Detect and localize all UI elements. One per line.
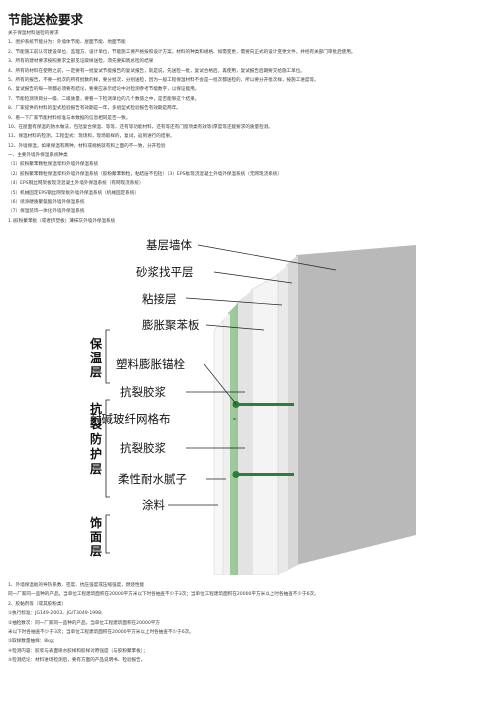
- bottom-text-line: ②抽检数次：同一厂家同一品种的产品，当单位工程建筑面积在20000平方: [8, 620, 160, 626]
- bottom-text-line: ③取样数量抽样：8kg;: [8, 639, 55, 645]
- top-text-line: （2）胶粉聚苯颗粒保温浆料外墙外保温系统（胶粉聚苯颗粒，粘结层不包括）（3）EP…: [8, 171, 282, 177]
- top-text-line: 1.)胶粉聚苯板（或者挤塑板）薄抹灰外墙外保温系统: [8, 218, 116, 224]
- eps-board-layer: [250, 274, 279, 575]
- top-text-line: 5、所有的报告，不要一批次的所有批数的样，要分批次，分别送检，因为一般工程保温材…: [8, 77, 319, 83]
- base-wall-layer: [296, 245, 416, 565]
- top-text-line: 11、保温材料的检测，工程型式：现场和，现场取样的，复试，返到进行的结果。: [8, 134, 175, 140]
- fiberglass-mesh-layer: [228, 303, 238, 575]
- label-base-wall: 基层墙体: [146, 238, 192, 252]
- bottom-text-line: ⑤检测结论：材料进场检测后，要有方面的产品说明书、检验报告。: [8, 658, 146, 664]
- top-text-line: 12、外墙保温，如果保温有两种，材料或规格就有和上面的不一致，分开检验: [8, 143, 166, 149]
- label-adhesive: 粘接层: [142, 292, 177, 306]
- top-text-line: 一、主要外墙外保温系统种类: [8, 153, 68, 159]
- top-text-line: 3、所有的建材要求按照要求全部见证取样送检，须先要知晓总检的结果: [8, 59, 154, 65]
- bottom-text-line: 1、外墙保温板的导热系数、密度、抗压强度或压缩强度，燃烧性能: [8, 583, 145, 588]
- label-eps-board: 膨胀聚苯板: [142, 318, 200, 332]
- insulation-system-diagram: 基层墙体 砂浆找平层 粘接层 膨胀聚苯板 塑料膨胀锚栓 抗裂胶浆 耐碱玻纤网格布…: [89, 238, 416, 575]
- label-anchor: 塑料膨胀锚栓: [116, 357, 185, 371]
- bottom-text-line: 同一厂家同一品种的产品，当单位工程建筑面积在20000平方米以下时各抽查不少于3…: [8, 592, 319, 598]
- group-brackets: [105, 329, 110, 554]
- bottom-text-line: ④检测内容：胶浆与表面喷水胶样和胶样对原强度（与胶粉聚苯板）；: [8, 648, 148, 654]
- layer-stack: [213, 245, 416, 575]
- label-leveling-mortar: 砂浆找平层: [136, 265, 194, 279]
- top-text-line: 7、节能检测项目分一级、二级质量，要看一下检测单位的几个数值之中，是否能够这个结…: [8, 96, 200, 102]
- top-text-line: （7）保温装饰一体化外墙外保温系统: [8, 209, 85, 215]
- bottom-text-line: 米以下时各抽查不少于3次；当单位工程建筑面积在20000平方米以上时各抽查不少于…: [8, 629, 194, 635]
- page-title: 节能送检要求: [8, 12, 84, 27]
- leader-lines: [168, 244, 337, 506]
- label-paint: 涂料: [142, 498, 165, 512]
- top-text-line: 10、在屋面有保温的防水做法，包括复合保温、等等，还有等功能材料，还有等还有门窗…: [8, 124, 273, 130]
- top-text-line: （4）EPS钢丝网架板现浇混凝土外墙外保温系统（有网现浇系统）: [8, 181, 144, 187]
- leveling-mortar-layer: [286, 255, 298, 571]
- top-text-line: 9、看一下厂家节能材料标准与本数据的信息相同是否一致。: [8, 115, 131, 121]
- anchor-bolt-icon: [232, 401, 294, 478]
- top-text-line: 关于保温材料送检的要求: [8, 31, 59, 36]
- group-protection: 抗裂防护层: [89, 401, 102, 476]
- bottom-text-line: 2、胶黏剂等（或其胶粉类）: [8, 601, 67, 607]
- top-text-line: 4、所有的材料在使用之前，一定要有一批复试节能报告的复试报告，就是说，先送检一批…: [8, 68, 305, 74]
- bottom-text-block: 1、外墙保温板的导热系数、密度、抗压强度或压缩强度，燃烧性能同一厂家同一品种的产…: [8, 581, 498, 666]
- top-text-line: （1）胶粉聚苯颗粒保温浆料外墙外保温系统: [8, 162, 99, 168]
- top-text-line: 1、围护系统节能分为：外墙体节能、屋面节能、地面节能: [8, 40, 126, 46]
- top-text-line: 6、复试报告的每一项都必须要有结论，要要应表示结论中对检测参考节能数字，以保证能…: [8, 87, 200, 93]
- anticrack-mortar-layer: [236, 290, 253, 575]
- adhesive-layer: [276, 265, 288, 575]
- label-anticrack-mortar-2: 抗裂胶浆: [120, 441, 166, 455]
- group-insulation: 保温层: [89, 336, 103, 379]
- top-text-line: （5）机械固定EPS钢丝网架板外墙外保温系统（机械固定系统）: [8, 190, 139, 196]
- label-fiberglass-mesh: 耐碱玻纤网格布: [90, 412, 171, 426]
- bottom-text-line: ①执行标准：JG149-2003、JG/T3049-1998;: [8, 611, 103, 617]
- top-text-block: 关于保温材料送检的要求 1、围护系统节能分为：外墙体节能、屋面节能、地面节能 2、节…: [8, 29, 498, 226]
- top-text-line: （6）喷涂硬质聚氨酯外墙外保温系统: [8, 200, 85, 206]
- top-text-line: 2、节能施工前认可建设单位、监理方、设计单位，节能施工要严格按照设计方案，材料的…: [8, 49, 356, 55]
- group-finish: 饰面层: [90, 515, 102, 558]
- top-text-line: 8、厂家提供的材料的型式检验报告有效期是一年，多组型式检验报告有效期是两年。: [8, 106, 181, 112]
- label-putty: 柔性耐水腻子: [118, 472, 187, 486]
- label-anticrack-mortar-1: 抗裂胶浆: [120, 385, 166, 399]
